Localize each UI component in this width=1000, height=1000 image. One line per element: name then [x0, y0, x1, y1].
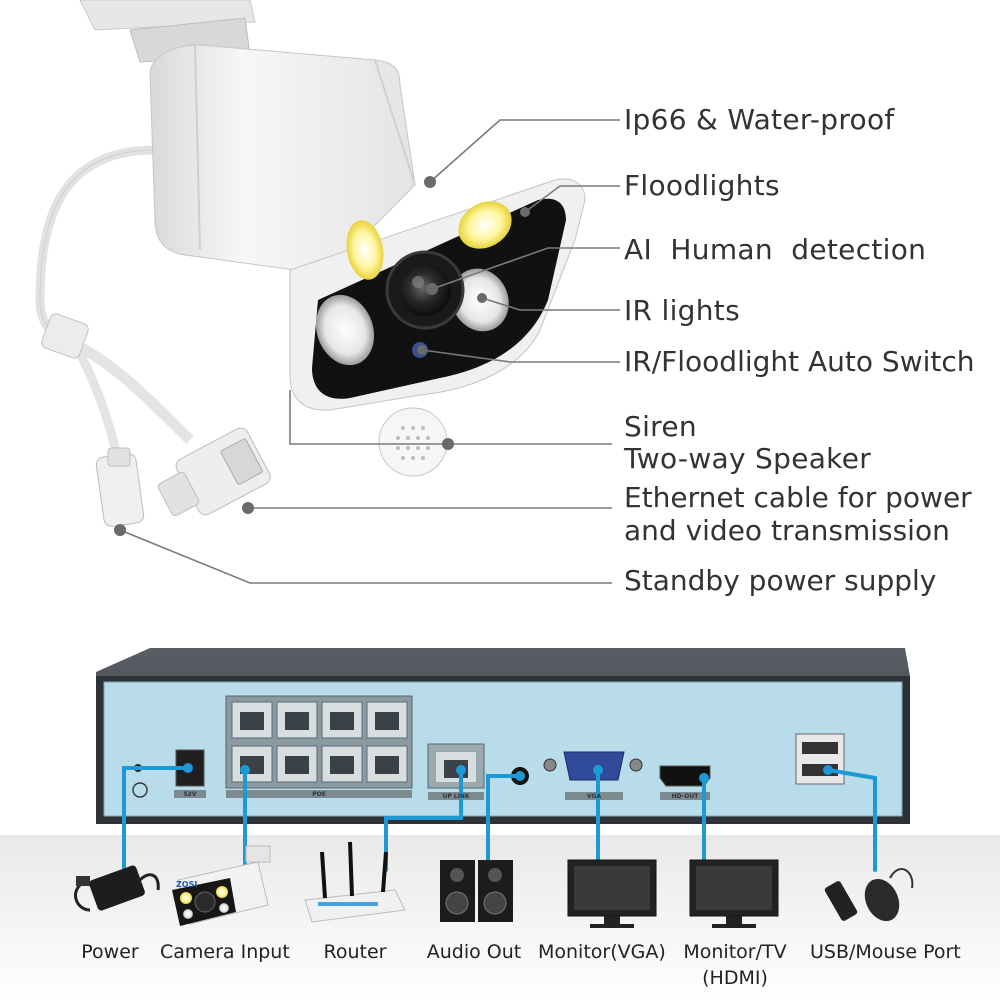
callout-standby-power: Standby power supply [624, 564, 937, 597]
nvr-recorder [96, 648, 910, 824]
connector-lines [122, 766, 877, 882]
speakers-icon [440, 860, 513, 922]
callout-ir-lights: IR lights [624, 294, 740, 327]
callout-auto-switch: IR/Floodlight Auto Switch [624, 345, 975, 378]
callout-siren: Siren [624, 410, 697, 443]
poe-port-label: POE [312, 791, 326, 798]
uplink-port-label: UP LINK [442, 793, 470, 800]
hdmi-port-label: HD-OUT [671, 793, 699, 800]
device-label-usb-mouse: USB/Mouse Port [810, 941, 961, 963]
power-adapter-icon [74, 865, 160, 912]
router-icon [304, 841, 406, 923]
power-port-label: 52V [183, 791, 197, 798]
callout-ethernet-line2: and video transmission [624, 514, 950, 547]
connector-dots [183, 763, 833, 783]
callout-speaker: Two-way Speaker [624, 442, 872, 475]
camera-badge: ZOSI [176, 880, 198, 889]
device-label-power: Power [81, 941, 139, 963]
callout-floodlights: Floodlights [624, 169, 780, 202]
callout-lines [119, 119, 620, 584]
callout-dots [114, 176, 530, 536]
camera-input-icon [172, 845, 271, 926]
camera-illustration [35, 0, 586, 527]
device-label-audio: Audio Out [426, 941, 522, 963]
callout-ethernet-line1: Ethernet cable for power [624, 481, 972, 514]
device-label-monitor-tv: Monitor/TV [683, 941, 787, 963]
monitor-hdmi-icon [689, 859, 779, 928]
callout-ip66: Ip66 & Water-proof [624, 103, 895, 136]
device-label-router: Router [323, 941, 387, 963]
callout-ai-detection: AI Human detection [624, 233, 927, 266]
monitor-vga-icon [567, 859, 657, 928]
device-label-monitor-vga: Monitor(VGA) [538, 941, 666, 963]
device-label-camera: Camera Input [160, 941, 290, 963]
usb-mouse-icon [824, 868, 914, 922]
device-label-hdmi: (HDMI) [702, 967, 768, 989]
vga-port-label: VGA [586, 793, 602, 800]
